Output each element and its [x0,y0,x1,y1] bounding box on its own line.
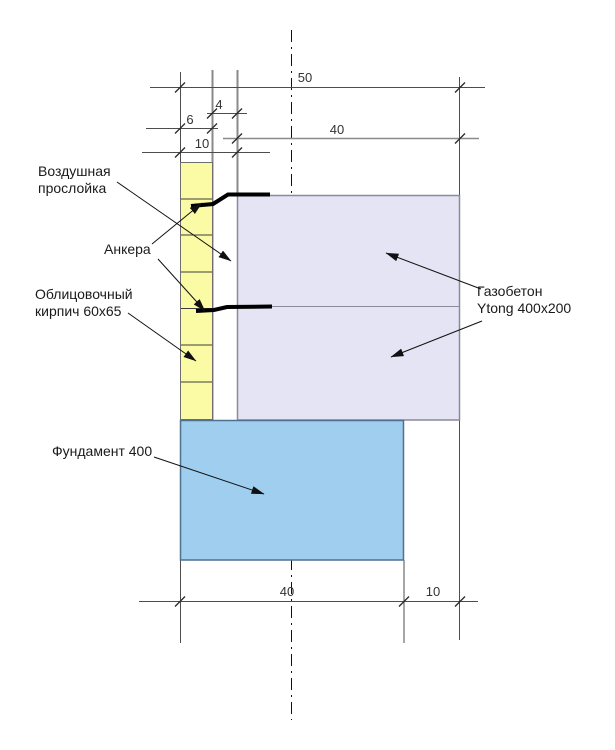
leader-foundation [153,456,265,495]
leader-lines [116,181,483,495]
brick-joint-lines [181,198,212,383]
label-air-gap-line2: прослойка [38,180,107,196]
leader-air-gap [116,181,232,262]
label-aerated-concrete-line2: Ytong 400x200 [477,300,572,316]
dim-value-4: 4 [215,97,223,112]
leader-anchor-upper [151,202,203,245]
label-facing-brick: Облицовочный кирпич 60x65 [35,286,133,320]
leader-gas-upper [385,252,482,290]
dim-value-10-top: 10 [194,136,210,151]
label-aerated-concrete: Газобетон Ytong 400x200 [477,283,571,317]
leader-brick [127,312,197,362]
dim-value-50: 50 [297,70,313,85]
dimension-ticks [174,82,466,607]
dim-value-40-bottom: 40 [279,584,295,599]
label-air-gap: Воздушная прослойка [38,163,111,197]
dim-value-40-top: 40 [329,122,345,137]
dim-value-6: 6 [186,112,194,127]
label-air-gap-line1: Воздушная [38,163,111,179]
leader-gas-lower [390,320,483,358]
label-facing-brick-line1: Облицовочный [35,286,133,302]
foundation-block [179,419,405,561]
label-facing-brick-line2: кирпич 60x65 [35,303,122,319]
label-anchors: Анкера [104,241,151,257]
facing-brick-column [180,162,213,420]
leader-anchor-lower [157,258,206,312]
dim-value-10-bottom: 10 [425,584,441,599]
label-aerated-concrete-line1: Газобетон [477,283,543,299]
label-foundation: Фундамент 400 [52,443,153,459]
